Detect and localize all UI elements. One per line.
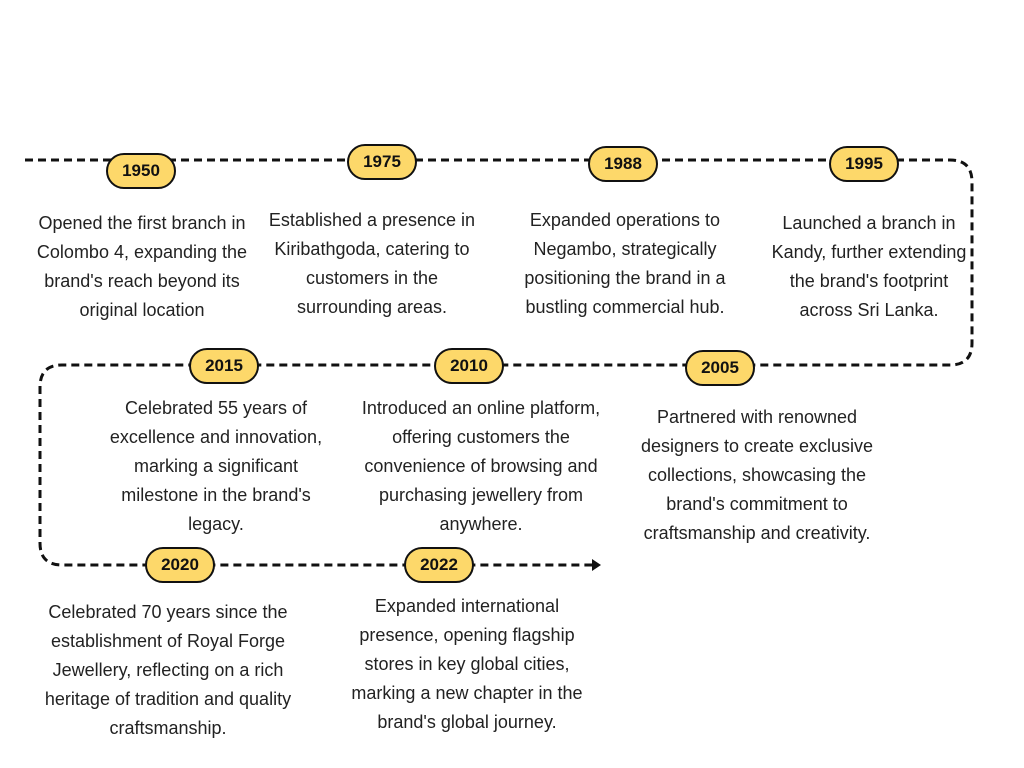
year-badge-1988: 1988 — [588, 146, 658, 182]
milestone-text-1988: Expanded operations to Negambo, strategi… — [524, 210, 726, 317]
milestone-text-2020: Celebrated 70 years since the establishm… — [44, 602, 292, 738]
year-badge-2022: 2022 — [404, 547, 474, 583]
milestone-text-2022: Expanded international presence, opening… — [351, 596, 583, 732]
milestone-text-1975: Established a presence in Kiribathgoda, … — [268, 210, 476, 317]
milestone-text-2010: Introduced an online platform, offering … — [361, 398, 601, 534]
year-badge-2020: 2020 — [145, 547, 215, 583]
year-badge-1995: 1995 — [829, 146, 899, 182]
year-badge-2010: 2010 — [434, 348, 504, 384]
milestone-text-1995: Launched a branch in Kandy, further exte… — [771, 213, 967, 320]
arrow-head-icon — [592, 559, 601, 571]
milestone-text-1950: Opened the first branch in Colombo 4, ex… — [36, 213, 248, 320]
timeline-line — [25, 158, 974, 567]
year-badge-1975: 1975 — [347, 144, 417, 180]
year-badge-2005: 2005 — [685, 350, 755, 386]
milestone-text-2005: Partnered with renowned designers to cre… — [640, 407, 874, 543]
year-badge-1950: 1950 — [106, 153, 176, 189]
year-badge-2015: 2015 — [189, 348, 259, 384]
milestone-text-2015: Celebrated 55 years of excellence and in… — [109, 398, 323, 534]
